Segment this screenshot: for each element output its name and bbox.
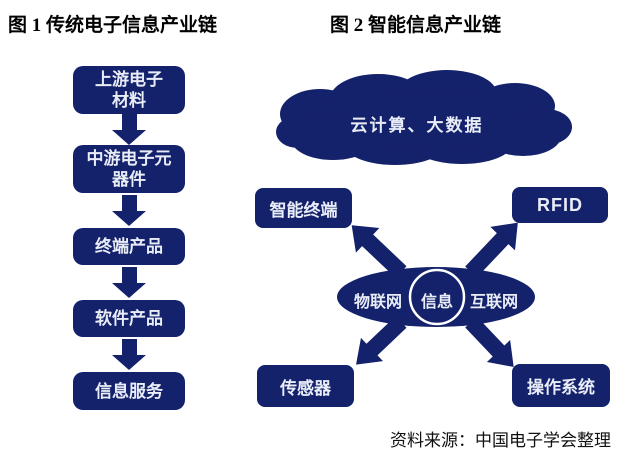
arrow-down-right-icon <box>465 316 514 367</box>
node-rfid: RFID <box>512 187 608 223</box>
down-arrow-icon <box>112 339 146 370</box>
cloud-label: 云计算、大数据 <box>350 116 484 135</box>
chain-box-software-products: 软件产品 <box>73 300 185 337</box>
chain-box-line: 器件 <box>112 170 146 189</box>
info-circle <box>408 268 466 326</box>
chain-box-line: 软件产品 <box>95 309 163 328</box>
arrow-head <box>112 211 146 226</box>
arrow-shaft <box>121 114 137 130</box>
down-arrow-icon <box>112 114 146 145</box>
hub-label-info: 信息 <box>420 294 453 311</box>
down-arrow-icon <box>112 195 146 226</box>
arrow-head <box>112 283 146 298</box>
figure2-title: 图 2 智能信息产业链 <box>330 15 502 36</box>
arrow-shaft <box>121 339 137 355</box>
node-sensor: 传感器 <box>257 365 354 407</box>
node-operating-system: 操作系统 <box>512 364 610 407</box>
chain-box-line: 信息服务 <box>95 381 163 401</box>
chain-box-line: 材料 <box>112 91 146 110</box>
down-arrow-icon <box>112 267 146 298</box>
node-smart-terminal: 智能终端 <box>255 188 352 228</box>
hub-label-internet: 互联网 <box>469 294 518 311</box>
arrow-head <box>112 355 146 370</box>
arrow-head <box>112 130 146 145</box>
chain-box-midstream-components: 中游电子元 器件 <box>73 145 185 193</box>
cloud-shape <box>276 70 572 165</box>
hub-arrows <box>351 222 518 367</box>
arrow-up-right-icon <box>465 222 518 278</box>
arrow-shaft <box>121 267 137 283</box>
chain-box-information-services: 信息服务 <box>73 372 185 410</box>
arrow-shaft <box>121 195 137 211</box>
source-note: 资料来源：中国电子学会整理 <box>390 431 611 450</box>
chain-box-line: 终端产品 <box>95 237 163 256</box>
chain-box-terminal-products: 终端产品 <box>73 228 185 265</box>
arrow-up-left-icon <box>351 225 407 278</box>
chain-box-upstream-materials: 上游电子 材料 <box>73 66 185 114</box>
chain-box-line: 中游电子元 <box>86 149 172 168</box>
figure1-title: 图 1 传统电子信息产业链 <box>8 15 218 36</box>
chain-box-line: 上游电子 <box>95 70 163 89</box>
hub-label-iot: 物联网 <box>353 294 402 311</box>
arrow-down-left-icon <box>356 316 407 365</box>
